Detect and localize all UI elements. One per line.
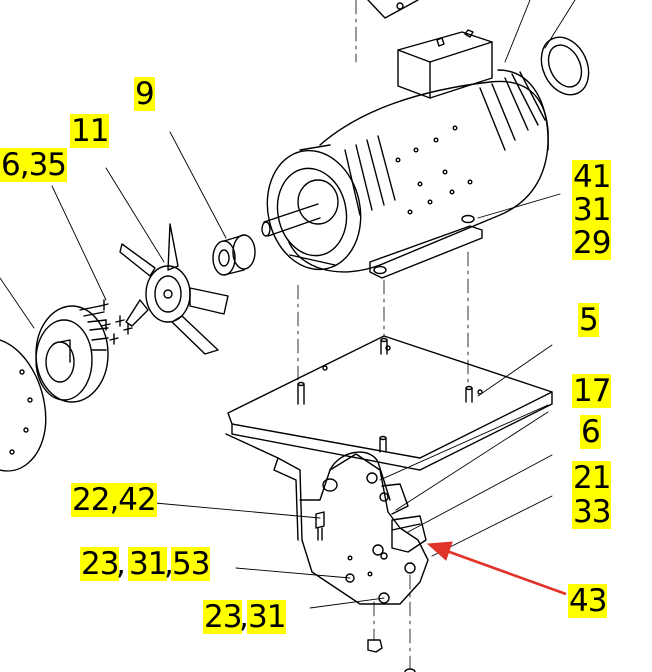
callout-23-first: 23 bbox=[80, 546, 119, 582]
callout-29: 29 bbox=[572, 225, 611, 261]
callout-5: 5 bbox=[578, 302, 599, 338]
bearing-ring bbox=[540, 36, 590, 96]
left-housing bbox=[0, 339, 47, 472]
coupling-hub bbox=[212, 234, 256, 276]
callout-11: 11 bbox=[70, 113, 109, 149]
base-plate bbox=[227, 335, 553, 471]
callout-43: 43 bbox=[568, 583, 607, 619]
screws bbox=[99, 299, 133, 345]
fan bbox=[119, 223, 229, 355]
callout-31-top: 31 bbox=[572, 192, 611, 228]
callout-separator: , bbox=[239, 599, 249, 635]
callout-22-42: 22,42 bbox=[71, 482, 157, 518]
pulley bbox=[35, 305, 109, 403]
callout-6-35: 6,35 bbox=[0, 147, 67, 183]
callout-6: 6 bbox=[580, 414, 601, 450]
callout-33: 33 bbox=[572, 494, 611, 530]
motor-terminal-box bbox=[397, 29, 493, 99]
hinge-bracket bbox=[225, 433, 429, 672]
callout-9: 9 bbox=[134, 76, 155, 112]
callout-23-second: 23 bbox=[203, 599, 242, 635]
callout-31-mid: 31 bbox=[128, 546, 167, 582]
studs bbox=[297, 337, 473, 453]
callout-17: 17 bbox=[572, 373, 611, 409]
callout-31-bottom: 31 bbox=[247, 599, 286, 635]
callout-41: 41 bbox=[572, 159, 611, 195]
callout-21: 21 bbox=[572, 460, 611, 496]
motor-body bbox=[261, 69, 549, 279]
callout-separator: , bbox=[164, 546, 174, 582]
top-bracket-fragment bbox=[367, 0, 419, 19]
callout-53: 53 bbox=[171, 546, 210, 582]
red-arrow-icon bbox=[426, 541, 567, 596]
callout-separator: , bbox=[116, 546, 126, 582]
leader-lines bbox=[0, 0, 576, 609]
